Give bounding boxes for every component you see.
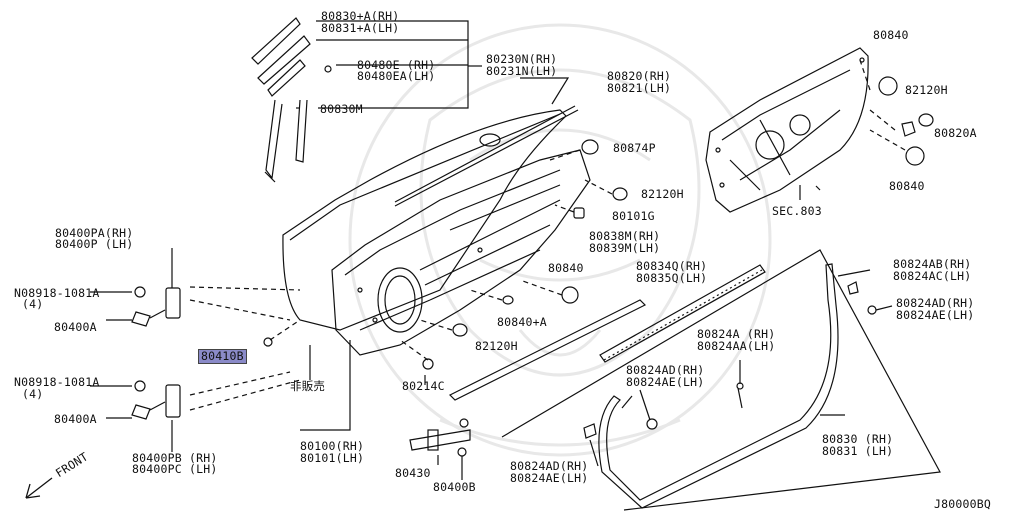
cap-82120H-low	[452, 323, 468, 337]
label-80820: 80820(RH)	[607, 69, 672, 83]
label-n08918-top: N08918-1081A	[14, 286, 100, 300]
grommet-80840-top	[878, 76, 898, 96]
door-shell-80100	[282, 105, 591, 356]
label-82120H-low: 82120H	[475, 339, 518, 353]
label-80824AE-mid: 80824AE(LH)	[626, 375, 705, 389]
plug-80840A	[502, 295, 514, 305]
label-80824AD-right: 80824AD(RH)	[896, 296, 975, 310]
label-80835Q: 80835Q(LH)	[636, 271, 708, 285]
label-80820A: 80820A	[934, 126, 977, 140]
clip-80101G	[573, 207, 585, 219]
label-80840A: 80840+A	[497, 315, 547, 329]
label-80831: 80831 (LH)	[822, 444, 894, 458]
label-n08918-top-qty: (4)	[22, 297, 44, 311]
label-80230N: 80230N(RH)	[486, 52, 558, 66]
cap-82120H-right	[918, 113, 934, 127]
label-80838M: 80838M(RH)	[589, 229, 661, 243]
cap-82120H-mid	[612, 187, 628, 201]
label-80840-top: 80840	[873, 28, 909, 42]
label-80824AD-left: 80824AD(RH)	[510, 459, 589, 473]
moulding-80838M	[448, 299, 647, 401]
label-80830A: 80830+A(RH)	[321, 9, 400, 23]
label-80400A-bot: 80400A	[54, 412, 97, 426]
label-80840-right: 80840	[889, 179, 925, 193]
label-80480E: 80480E (RH)	[357, 58, 436, 72]
label-hibaihin: 非販売	[290, 379, 326, 393]
label-80874P: 80874P	[613, 141, 656, 155]
grommet-80840-right	[905, 146, 925, 166]
weatherstrip-80834Q	[599, 264, 766, 363]
bolt-80410B	[263, 337, 273, 347]
label-80824A: 80824A (RH)	[697, 327, 776, 341]
label-80840-mid: 80840	[548, 261, 584, 275]
label-80824AA: 80824AA(LH)	[697, 339, 776, 353]
plug-80874P	[581, 139, 599, 155]
label-80480EA: 80480EA(LH)	[357, 69, 436, 83]
label-80824AC: 80824AC(LH)	[893, 269, 972, 283]
hinge-80400P	[131, 286, 181, 327]
label-80101: 80101(LH)	[300, 451, 365, 465]
weatherstrip-80830	[598, 263, 839, 509]
label-80821: 80821(LH)	[607, 81, 672, 95]
grommet-80840-mid	[561, 286, 579, 304]
bolt-80214C	[422, 358, 434, 370]
clip-80820A	[901, 121, 916, 137]
check-link-80430	[409, 418, 471, 457]
clip-80480E	[324, 65, 332, 73]
front-arrow-icon	[25, 477, 53, 499]
label-80824AE-right: 80824AE(LH)	[896, 308, 975, 322]
sash-80830A	[251, 17, 311, 183]
label-82120H-right: 82120H	[905, 83, 948, 97]
label-80400B: 80400B	[433, 480, 476, 494]
label-80231N: 80231N(LH)	[486, 64, 558, 78]
label-82120H-mid: 82120H	[641, 187, 684, 201]
trim-sec803	[705, 47, 869, 213]
label-n08918-bot-qty: (4)	[22, 387, 44, 401]
label-80400PA: 80400PA(RH)	[55, 226, 134, 240]
label-80400PC: 80400PC (LH)	[132, 462, 218, 476]
label-80400A-top: 80400A	[54, 320, 97, 334]
label-80410B-highlighted[interactable]: 80410B	[198, 349, 247, 364]
label-80400P: 80400P (LH)	[55, 237, 134, 251]
label-80101G: 80101G	[612, 209, 655, 223]
label-80830: 80830 (RH)	[822, 432, 894, 446]
label-80831A: 80831+A(LH)	[321, 21, 400, 35]
label-80824AE-left: 80824AE(LH)	[510, 471, 589, 485]
hinge-80400PB	[131, 380, 181, 420]
label-80824AD-mid: 80824AD(RH)	[626, 363, 705, 377]
label-80430: 80430	[395, 466, 431, 480]
weatherstrip-group-box	[501, 249, 941, 511]
label-80830M: 80830M	[320, 102, 363, 116]
diagram-code: J80000BQ	[934, 497, 991, 511]
label-80839M: 80839M(LH)	[589, 241, 661, 255]
label-80400PB: 80400PB (RH)	[132, 451, 218, 465]
label-sec803: SEC.803	[772, 204, 822, 218]
label-80824AB: 80824AB(RH)	[893, 257, 972, 271]
label-80834Q: 80834Q(RH)	[636, 259, 708, 273]
label-80214C: 80214C	[402, 379, 445, 393]
label-n08918-bot: N08918-1081A	[14, 375, 100, 389]
label-80100: 80100(RH)	[300, 439, 365, 453]
